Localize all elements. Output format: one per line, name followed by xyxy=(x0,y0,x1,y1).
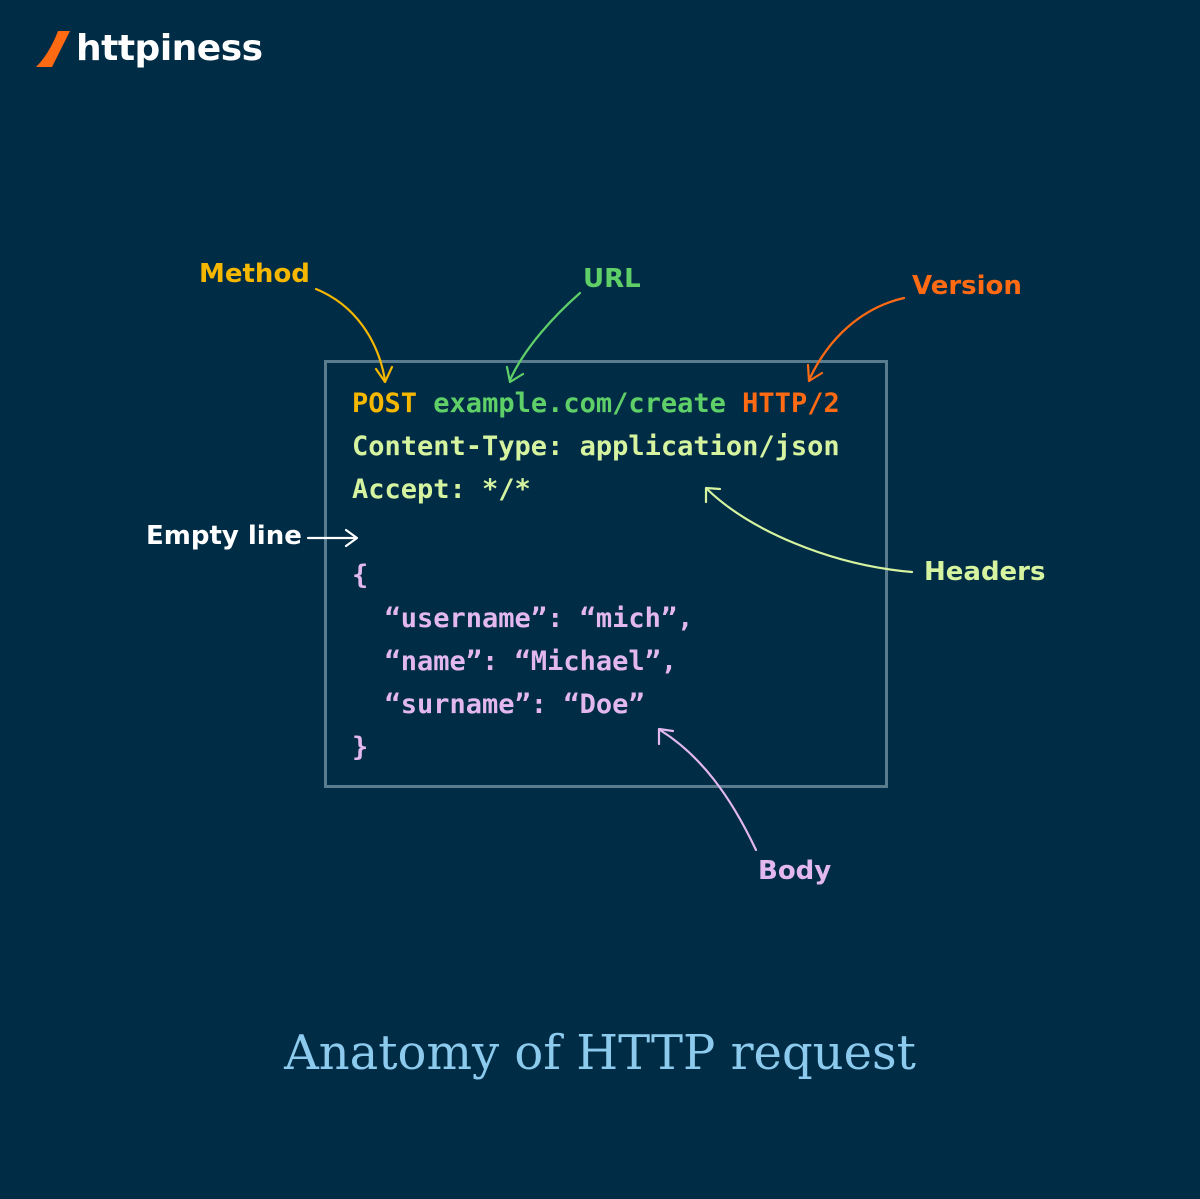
orange-slash-logo-icon xyxy=(36,31,70,67)
empty-line-arrow xyxy=(306,528,359,548)
request-code-box xyxy=(324,360,888,788)
page-caption: Anatomy of HTTP request xyxy=(284,1025,916,1081)
request-line: POST example.com/create HTTP/2 xyxy=(352,386,840,422)
label-version: Version xyxy=(912,271,1022,301)
body-line: “username”: “mich”, xyxy=(352,603,694,634)
request-version: HTTP/2 xyxy=(742,388,840,419)
body-line: “surname”: “Doe” xyxy=(352,689,645,720)
label-body: Body xyxy=(758,856,832,886)
header-line: Content-Type: application/json xyxy=(352,431,840,462)
body-arrow xyxy=(657,727,758,852)
header-line: Accept: */* xyxy=(352,474,531,505)
label-headers: Headers xyxy=(924,557,1046,587)
request-url: example.com/create xyxy=(433,388,726,419)
request-method: POST xyxy=(352,388,418,419)
headers-arrow xyxy=(704,486,914,574)
url-arrow xyxy=(505,291,582,384)
label-url: URL xyxy=(583,264,641,294)
brand-name: httpiness xyxy=(76,28,263,69)
method-arrow xyxy=(314,287,394,384)
body-line: “name”: “Michael”, xyxy=(352,646,678,677)
label-empty-line: Empty line xyxy=(146,521,302,551)
version-arrow xyxy=(806,296,906,383)
label-method: Method xyxy=(199,259,310,289)
body-line: { xyxy=(352,560,369,591)
body-line: } xyxy=(352,732,369,763)
brand-logo: httpiness xyxy=(34,26,263,72)
